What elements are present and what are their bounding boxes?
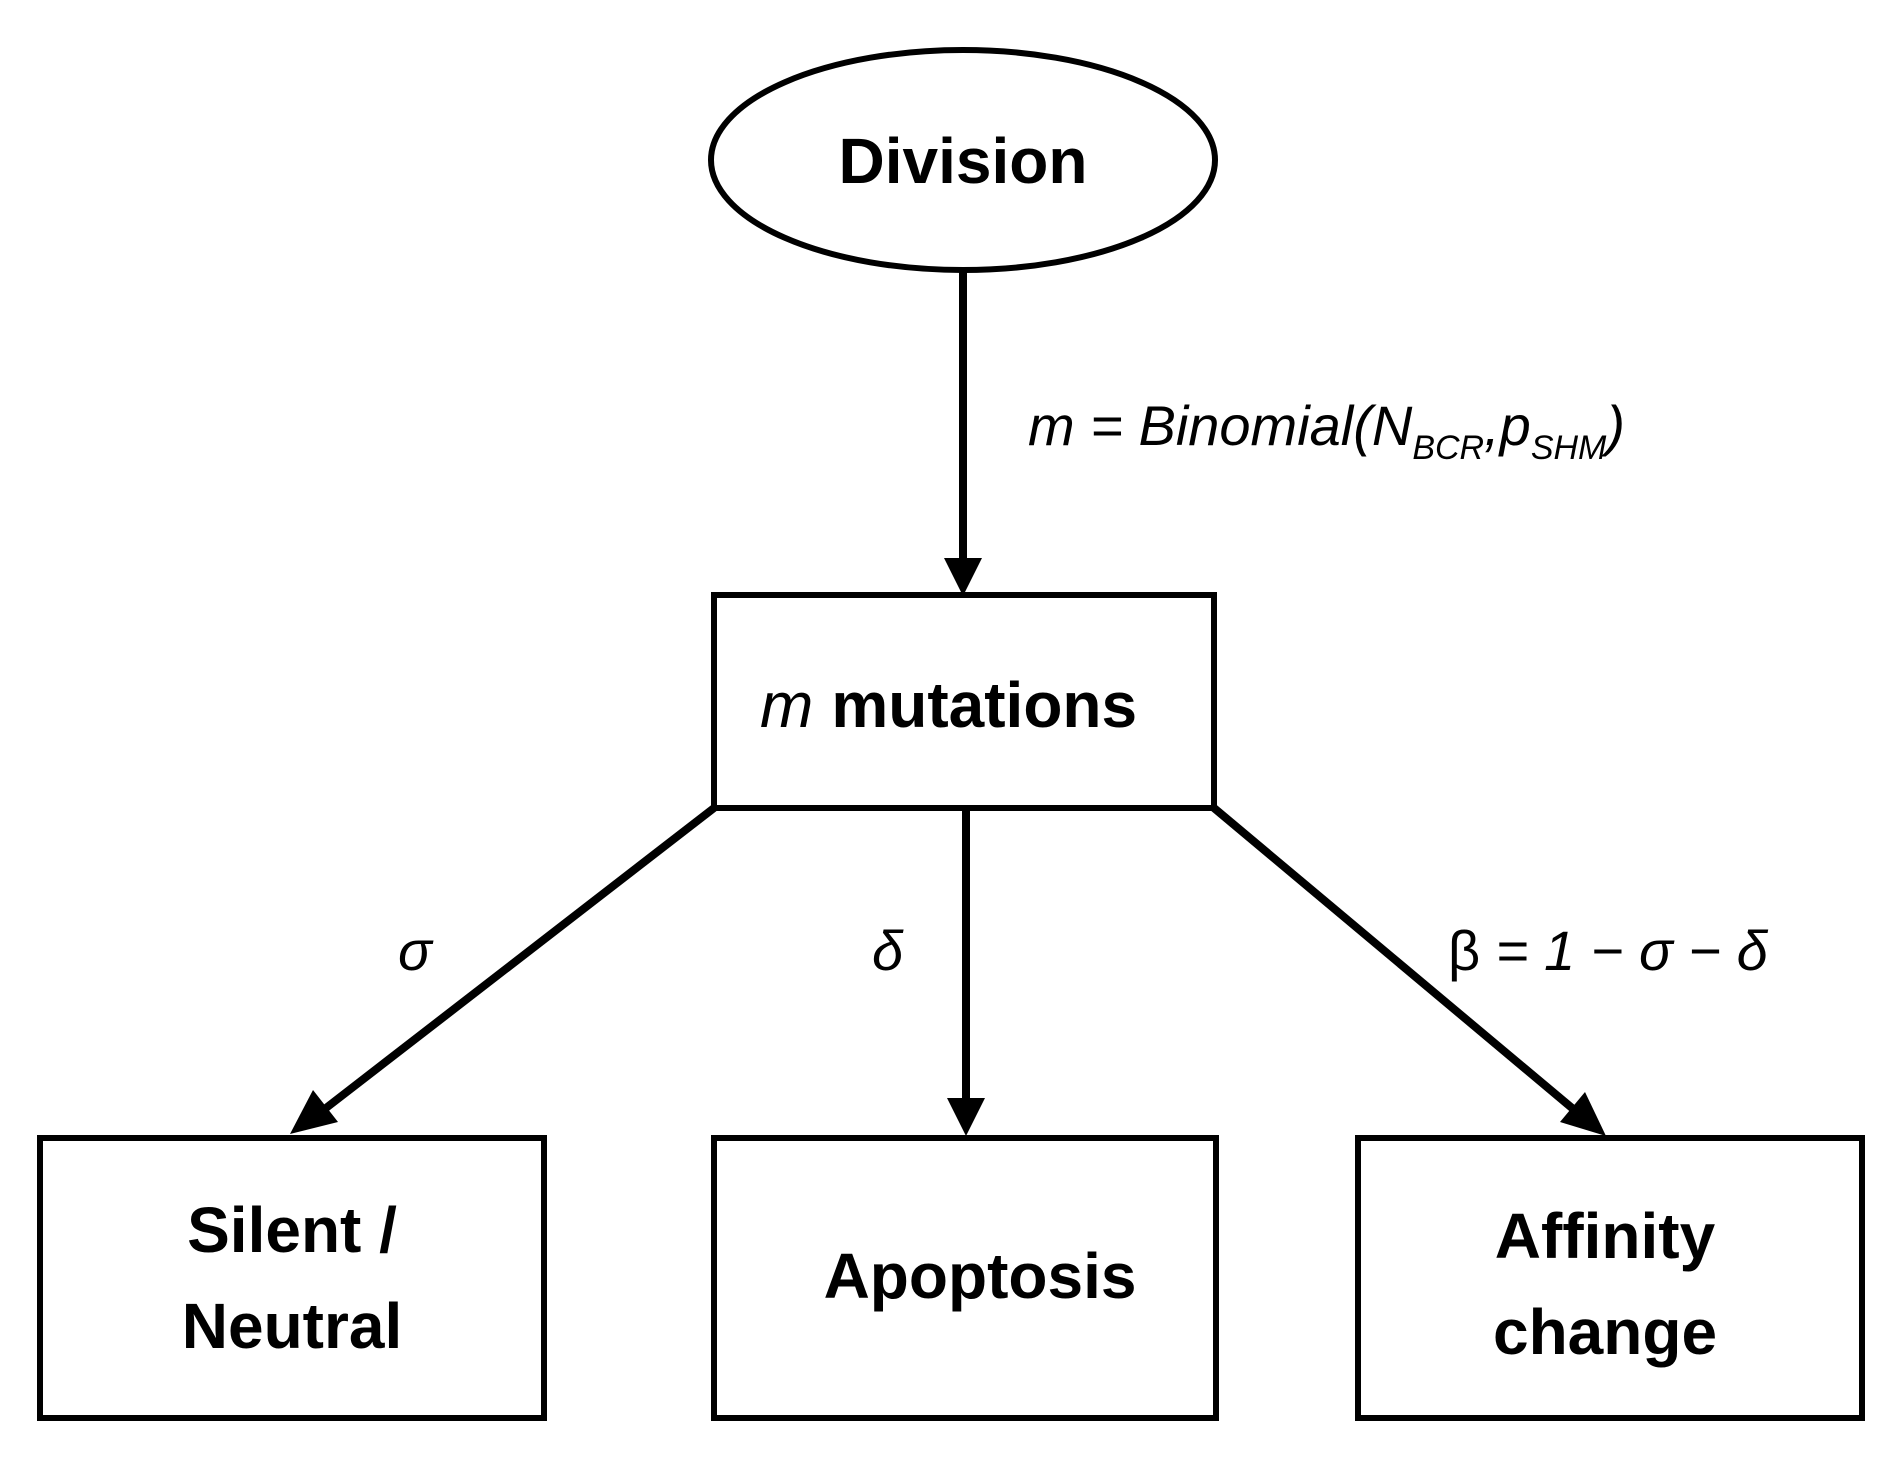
apoptosis-node: Apoptosis <box>711 1135 1219 1421</box>
silent-label-line1: Silent / <box>187 1194 397 1266</box>
beta-symbol: β <box>1448 919 1480 982</box>
sigma-label: σ <box>398 919 434 982</box>
edge-to-apoptosis <box>947 808 985 1136</box>
apoptosis-label: Apoptosis <box>824 1240 1137 1312</box>
delta-label: δ <box>872 919 904 982</box>
division-node: Division <box>708 47 1218 273</box>
affinity-label-line2: change <box>1493 1296 1717 1368</box>
affinity-label-line1: Affinity <box>1495 1200 1716 1272</box>
edge-to-affinity <box>1211 804 1606 1136</box>
beta-formula-label: β = 1 − σ − δ <box>1448 919 1769 982</box>
binomial-formula-label: m = Binomial(NBCR,pSHM) <box>1028 394 1625 467</box>
silent-label-line2: Neutral <box>182 1290 403 1362</box>
binomial-sub-bcr: BCR <box>1412 429 1484 467</box>
edge-division-to-mutations <box>944 272 982 596</box>
beta-rest: = 1 − σ − δ <box>1480 919 1768 982</box>
binomial-mid: ,p <box>1484 394 1531 457</box>
mutations-word: mutations <box>831 669 1137 741</box>
silent-neutral-node: Silent / Neutral <box>37 1135 547 1421</box>
mutations-var: m <box>760 669 813 741</box>
affinity-change-node: Affinity change <box>1355 1135 1865 1421</box>
binomial-prefix: m = Binomial(N <box>1028 394 1413 457</box>
division-label: Division <box>839 125 1088 197</box>
binomial-sub-shm: SHM <box>1531 429 1607 467</box>
edge-to-silent <box>290 804 717 1134</box>
